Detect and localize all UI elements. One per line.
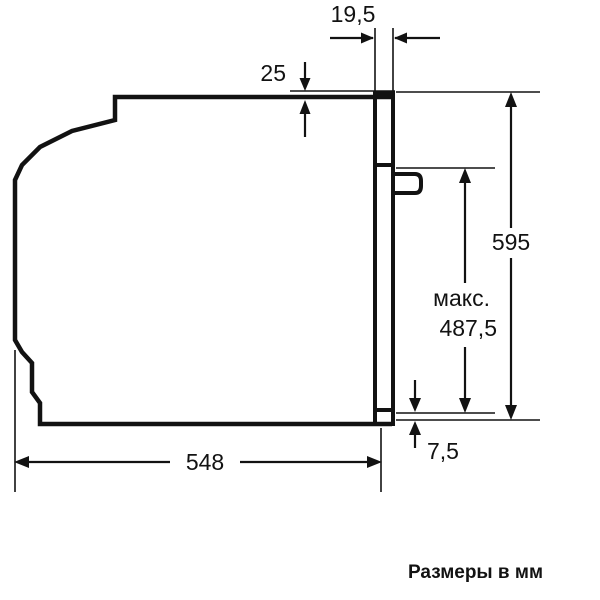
dimension-label-548: 548	[186, 449, 224, 475]
dimension-19-5: 19,5	[330, 1, 440, 95]
dimension-label-487-5: 487,5	[439, 315, 497, 341]
oven-door-handle	[391, 172, 423, 195]
dimension-label-25: 25	[260, 60, 286, 86]
oven-door-panel	[373, 91, 395, 426]
dimension-548: 548	[14, 350, 382, 492]
dimension-label-maks: макс.	[433, 285, 490, 311]
dimension-label-595: 595	[492, 229, 530, 255]
units-caption: Размеры в мм	[408, 562, 543, 583]
dimension-label-7-5: 7,5	[427, 438, 459, 464]
dimension-25: 25	[260, 60, 395, 137]
dimension-7-5: 7,5	[409, 380, 459, 464]
door-seal-notch	[375, 163, 393, 412]
dimension-595: 595	[396, 91, 540, 421]
dimension-label-19-5: 19,5	[331, 1, 376, 27]
dimension-max-487-5: макс. 487,5	[396, 167, 497, 414]
oven-body-outline	[12, 94, 392, 427]
